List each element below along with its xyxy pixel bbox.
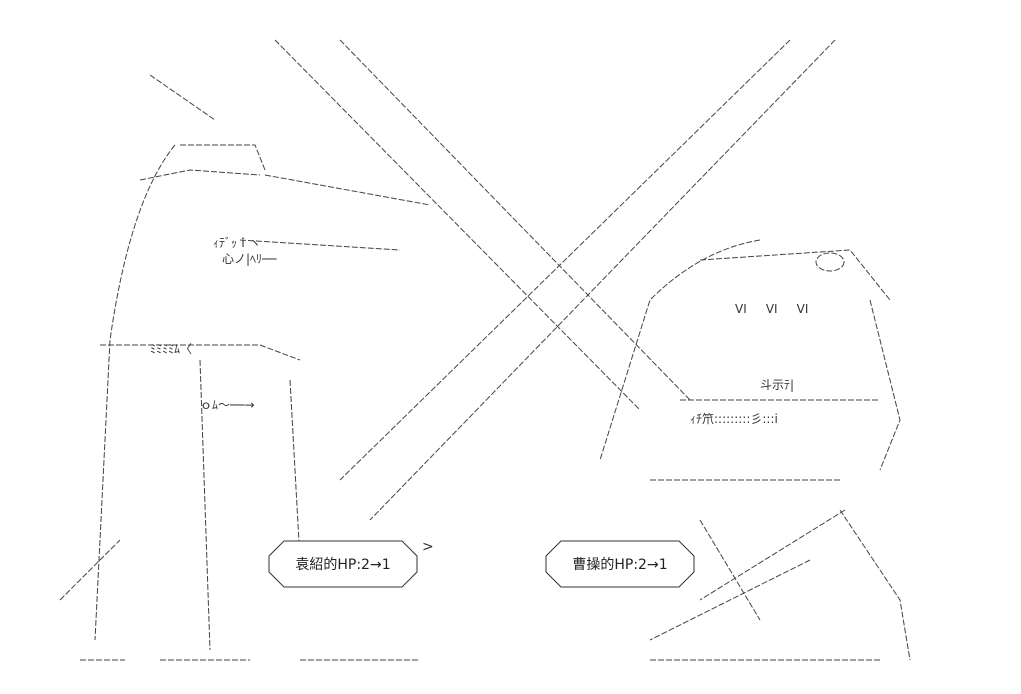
x-backslash-line	[369, 39, 836, 521]
cao-cao-hp-label: 曹操的HP:2→1	[545, 540, 695, 588]
yuan-shao-hp-text: 袁紹的HP:2→1	[295, 557, 391, 573]
left-eye-art: ｨﾃﾞｯｉヽ	[213, 236, 262, 250]
cao-cao-hp-text: 曹操的HP:2→1	[572, 557, 668, 573]
right-hair-art: VI VI VI	[735, 302, 809, 316]
x-slash-line	[274, 39, 641, 411]
left-mouth-art: 心ノ|ﾍﾘ──	[222, 252, 277, 266]
right-face2-art: ｨﾁ笊:::::::::彡:::i	[690, 412, 778, 426]
left-collar-art: ﾐﾐﾐﾐﾑ〈	[150, 342, 193, 356]
left-chest-art: ｏﾑ～──→	[200, 398, 255, 412]
right-face-art: 斗示ﾃ|	[760, 378, 795, 392]
yuan-shao-hp-label: 袁紹的HP:2→1	[268, 540, 418, 588]
arrow-glyph: >	[422, 539, 434, 555]
